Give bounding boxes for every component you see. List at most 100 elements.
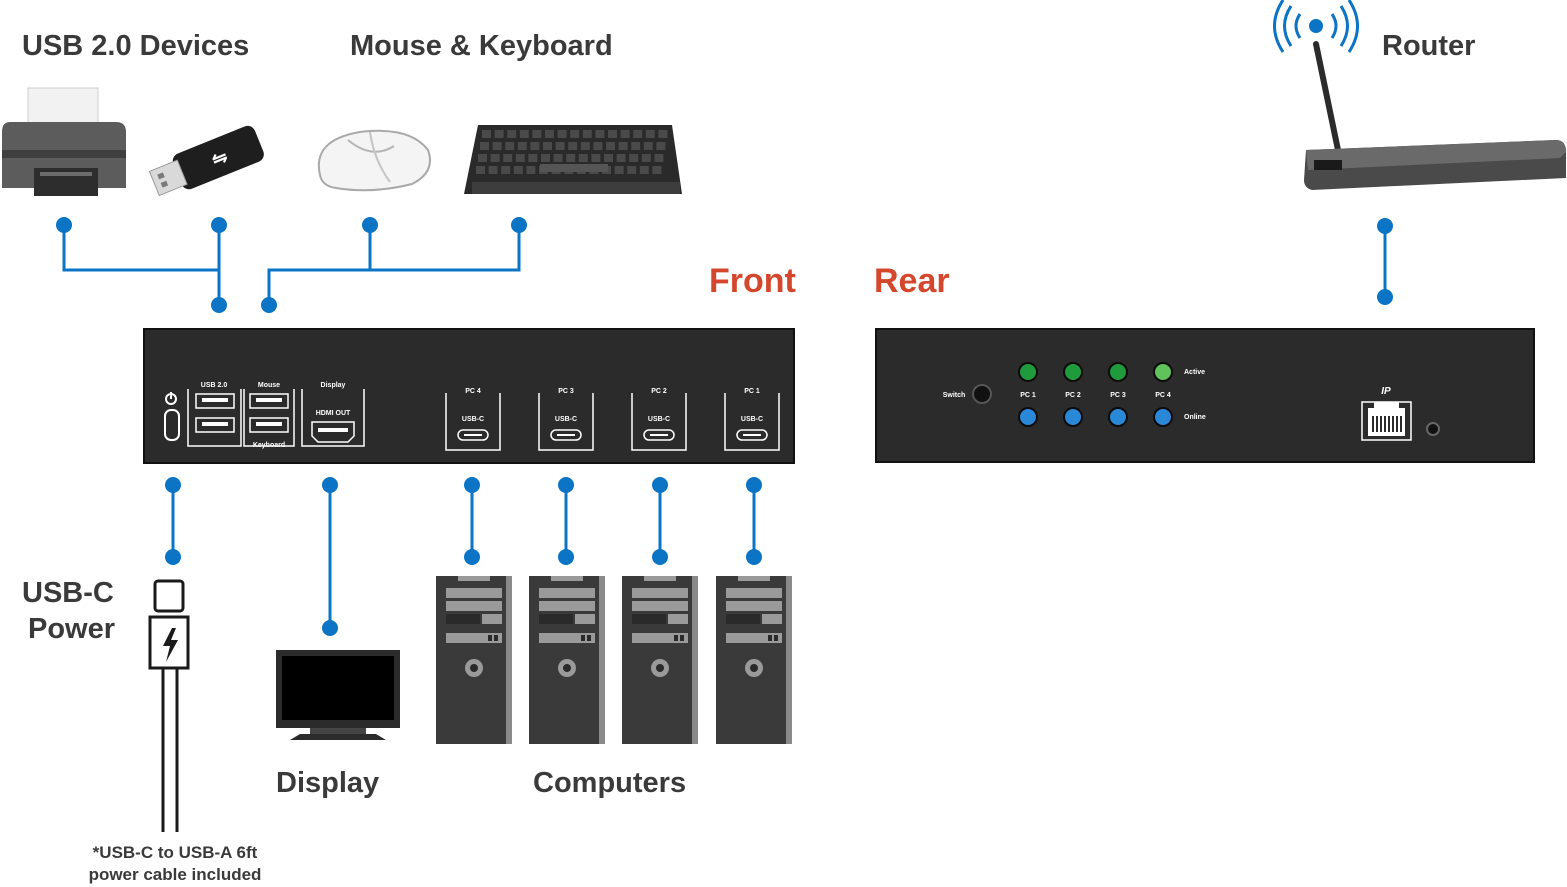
- rear-pc4-label: PC 4: [1155, 392, 1171, 399]
- front-label: Front: [709, 262, 796, 300]
- display-port-label: Display: [321, 382, 346, 389]
- pc4-online-led: [1153, 407, 1173, 427]
- wifi-icon: [1273, 0, 1359, 53]
- pc3-online-led: [1108, 407, 1128, 427]
- mouse-port-label: Mouse: [258, 382, 280, 389]
- display-label: Display: [276, 767, 380, 799]
- mouse-port: [249, 393, 289, 409]
- keyboard-key: [528, 154, 538, 162]
- keyboard-key: [488, 166, 498, 174]
- usbc-power-cable-icon: [148, 579, 190, 832]
- keyboard-key: [631, 142, 641, 150]
- active-label: Active: [1184, 369, 1205, 376]
- keyboard-key: [532, 130, 542, 138]
- note-line-1: *USB-C to USB-A 6ft: [92, 843, 258, 862]
- keyboard-key: [580, 142, 590, 150]
- computer-tower-icon: [622, 576, 698, 744]
- mouse-icon: [317, 129, 431, 192]
- usb20-port-2: [195, 417, 235, 433]
- keyboard-key: [482, 130, 491, 138]
- keyboard-port-label: Keyboard: [253, 442, 285, 449]
- keyboard-key: [541, 154, 550, 162]
- pc1-label: PC 1: [744, 388, 760, 395]
- keyboard-key: [503, 154, 513, 162]
- note-line-2: power cable included: [88, 865, 262, 884]
- computers-group: [436, 576, 792, 744]
- keyboard-key: [515, 154, 525, 162]
- usb20-port-1: [195, 393, 235, 409]
- keyboard-key: [568, 142, 578, 150]
- keyboard-key: [553, 154, 563, 162]
- rear-pc3-label: PC 3: [1110, 392, 1126, 399]
- rear-pc1-label: PC 1: [1020, 392, 1036, 399]
- online-label: Online: [1184, 414, 1206, 421]
- keyboard-key: [606, 142, 615, 150]
- switch-label: Switch: [943, 392, 966, 399]
- keyboard-key: [494, 130, 504, 138]
- pc3-label: PC 3: [558, 388, 574, 395]
- pc4-port-group: PC 4 USB-C: [445, 388, 501, 451]
- pc1-active-led: [1018, 362, 1038, 382]
- keyboard-key: [555, 142, 565, 150]
- pc4-type-label: USB-C: [462, 416, 484, 423]
- keyboard-key: [608, 130, 617, 138]
- keyboard-key: [658, 130, 668, 138]
- keyboard-key: [593, 142, 603, 150]
- pc2-online-led: [1063, 407, 1083, 427]
- keyboard-key: [517, 142, 527, 150]
- router-icon: [1304, 41, 1566, 190]
- pc4-label: PC 4: [465, 388, 481, 395]
- keyboard-key: [478, 154, 487, 162]
- keyboard-key: [633, 130, 643, 138]
- pc3-active-led: [1108, 362, 1128, 382]
- connector-lines: [62, 225, 1387, 628]
- computer-tower-icon: [436, 576, 512, 744]
- router-label: Router: [1382, 30, 1476, 62]
- usbc-power-label-line2: Power: [28, 613, 116, 645]
- usbc-power-label-line1: USB-C: [22, 577, 114, 609]
- usb-devices-label: USB 2.0 Devices: [22, 30, 250, 62]
- keyboard-key: [627, 166, 637, 174]
- keyboard-key: [513, 166, 523, 174]
- keyboard-key: [595, 130, 605, 138]
- keyboard-key: [641, 154, 651, 162]
- keyboard-key: [620, 130, 630, 138]
- keyboard-key: [480, 142, 489, 150]
- computers-label: Computers: [533, 767, 687, 799]
- switch-button: [972, 384, 992, 404]
- ethernet-port: [1361, 401, 1412, 441]
- pc1-online-led: [1018, 407, 1038, 427]
- keyboard-key: [570, 130, 580, 138]
- hdmi-out-label: HDMI OUT: [316, 410, 351, 417]
- monitor-icon: [276, 650, 400, 740]
- keyboard-key: [507, 130, 517, 138]
- pc4-usbc-port: [457, 429, 489, 441]
- pc3-port-group: PC 3 USB-C: [538, 388, 594, 451]
- svg-text:⇋: ⇋: [209, 146, 230, 170]
- pc1-usbc-port: [736, 429, 768, 441]
- pc3-usbc-port: [550, 429, 582, 441]
- hdmi-port: [311, 421, 355, 443]
- usb-flash-drive-icon: ⇋: [148, 125, 264, 197]
- rear-panel: Switch Active PC 1 PC 2 PC 3 PC 4 Online…: [875, 328, 1535, 463]
- pc2-label: PC 2: [651, 388, 667, 395]
- keyboard-key: [490, 154, 500, 162]
- keyboard-key: [645, 130, 655, 138]
- rear-pc2-label: PC 2: [1065, 392, 1081, 399]
- keyboard-key: [526, 166, 536, 174]
- keyboard-key: [578, 154, 588, 162]
- keyboard-key: [476, 166, 485, 174]
- ip-label: IP: [1381, 386, 1391, 397]
- keyboard-key: [582, 130, 592, 138]
- keyboard-key: [557, 130, 567, 138]
- pc2-usbc-port: [643, 429, 675, 441]
- keyboard-key: [519, 130, 529, 138]
- rear-label: Rear: [874, 262, 950, 300]
- keyboard-key: [643, 142, 653, 150]
- keyboard-key: [543, 142, 552, 150]
- mouse-keyboard-label: Mouse & Keyboard: [350, 30, 613, 62]
- keyboard-key: [639, 166, 649, 174]
- keyboard-icon: [464, 125, 682, 194]
- keyboard-key: [616, 154, 626, 162]
